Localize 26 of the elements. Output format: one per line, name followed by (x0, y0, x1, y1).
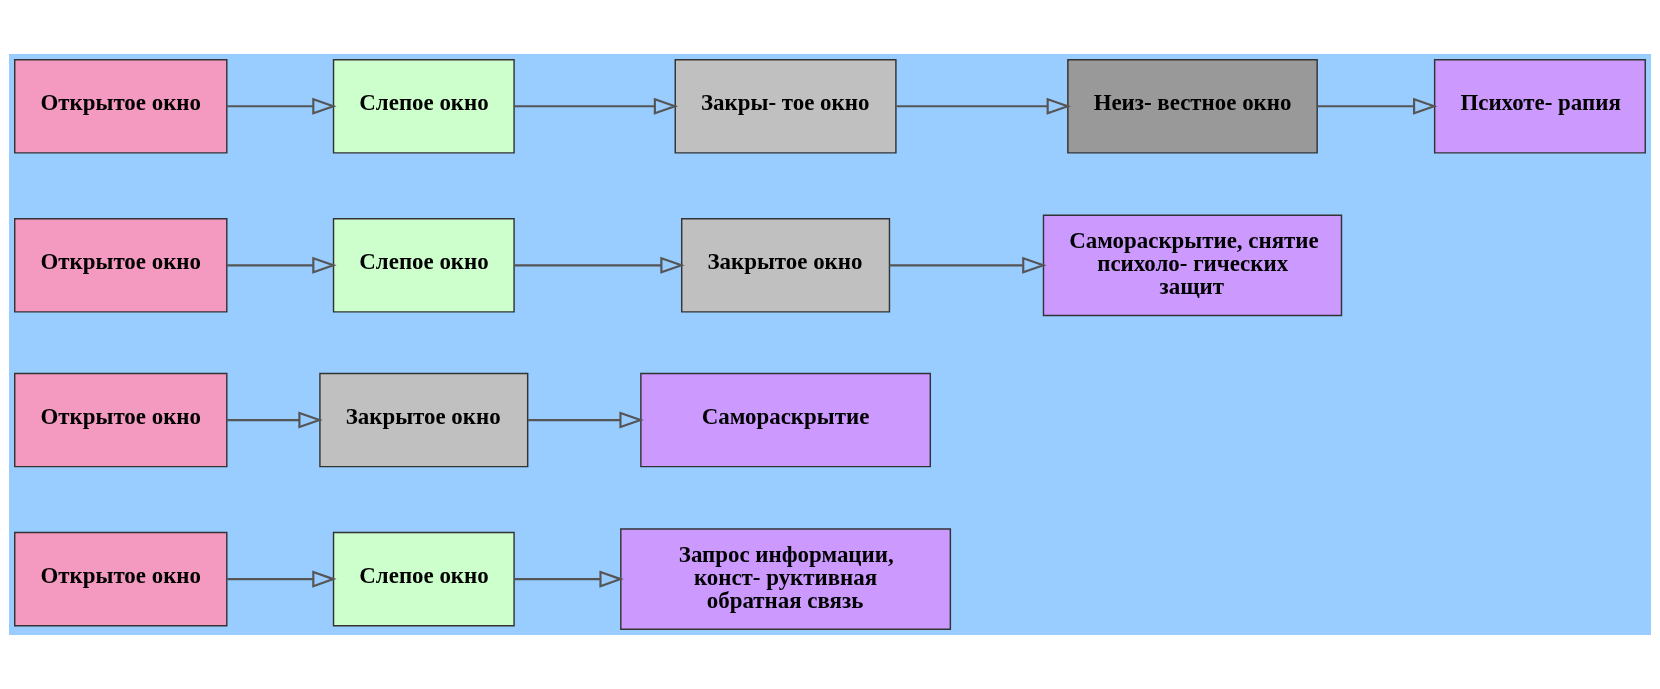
node-box: Запрос информации, конст- руктивная обратная связь (620, 528, 952, 630)
node-box: Слепое окно (332, 59, 515, 154)
arrow (514, 256, 685, 274)
node-box: Открытое окно (14, 531, 228, 627)
arrow (896, 97, 1071, 115)
arrow (227, 411, 323, 429)
arrow (227, 256, 337, 274)
arrow (889, 256, 1047, 274)
arrow (1317, 97, 1438, 115)
node-box: Психоте- рапия (1433, 59, 1646, 154)
arrow (528, 411, 644, 429)
node-box: Самораскрытие (640, 372, 931, 468)
arrow (514, 570, 624, 588)
node-box: Открытое окно (14, 59, 228, 154)
node-box: Слепое окно (332, 531, 515, 627)
arrow (227, 97, 337, 115)
arrow (514, 97, 679, 115)
node-box: Открытое окно (14, 218, 228, 313)
node-box: Открытое окно (14, 372, 228, 468)
node-box: Самораскрытие, снятие психоло- гических защит (1042, 214, 1343, 317)
arrow (227, 570, 337, 588)
node-box: Закрытое окно (681, 218, 891, 313)
node-box: Закры- тое окно (674, 59, 897, 154)
node-box: Слепое окно (332, 218, 515, 313)
node-box: Неиз- вестное окно (1067, 59, 1318, 154)
node-box: Закрытое окно (319, 372, 529, 468)
